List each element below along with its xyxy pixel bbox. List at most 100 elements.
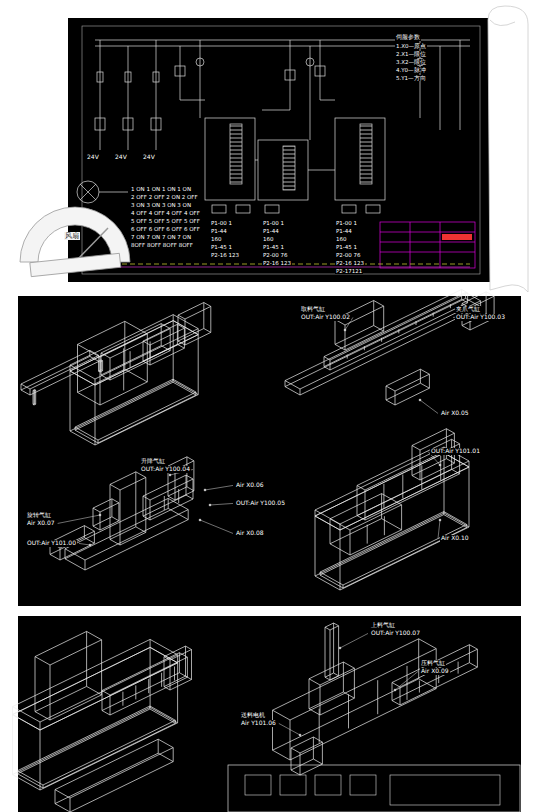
machine-part bbox=[392, 645, 477, 705]
drawing-text: 压料气缸 bbox=[420, 660, 446, 667]
callout-label: Air X0.05 bbox=[440, 410, 470, 417]
callout-label: OUT:Air Y100.02 bbox=[300, 314, 351, 321]
machine-part bbox=[291, 737, 322, 775]
drawing-text: 取料气缸 bbox=[300, 306, 326, 313]
drawing-text: 5 OFF 5 OFF 5 OFF 5 OFF bbox=[130, 218, 201, 224]
schematic-wires bbox=[77, 40, 470, 213]
callout-label: OUT:Air Y100.05 bbox=[235, 500, 286, 507]
leader-dot bbox=[89, 544, 91, 546]
drawing-text: P2-16 123 bbox=[262, 260, 292, 266]
leader-dot bbox=[439, 464, 441, 466]
callout-label: Air X0.06 bbox=[235, 482, 265, 489]
drawing-text: 送料电机 bbox=[240, 712, 266, 719]
leader-dot bbox=[439, 519, 441, 521]
drawing-text: 1 ON 1 ON 1 ON 1 ON bbox=[130, 186, 192, 192]
drawing-text: P1-44 bbox=[335, 228, 353, 234]
drawing-text: P1-00 1 bbox=[335, 220, 358, 226]
machine-part bbox=[70, 321, 198, 445]
leader-dot bbox=[344, 329, 346, 331]
machine-part bbox=[99, 360, 103, 372]
leader-dot bbox=[339, 647, 341, 649]
drawing-text: P1-45 1 bbox=[262, 244, 285, 250]
drawing-text: P1-45 1 bbox=[335, 244, 358, 250]
paper-roll bbox=[488, 6, 528, 292]
machine-part bbox=[13, 647, 178, 790]
machine-part bbox=[309, 662, 354, 715]
machine-part bbox=[33, 390, 36, 405]
drawing-text: 160 bbox=[262, 236, 275, 242]
machine-part bbox=[21, 350, 99, 395]
drawing-text: 3 ON 3 ON 3 ON 3 ON bbox=[130, 202, 192, 208]
leader-dot bbox=[419, 399, 421, 401]
machine-part bbox=[335, 301, 384, 351]
leader-dot bbox=[394, 689, 396, 691]
leader-line bbox=[205, 485, 233, 490]
drawing-text: 4 OFF 4 OFF 4 OFF 4 OFF bbox=[130, 210, 201, 216]
leader-dot bbox=[169, 474, 171, 476]
drawing-text: P1-45 1 bbox=[210, 244, 233, 250]
drawing-text: 1.X0—原点 bbox=[395, 43, 427, 49]
drawing-text: 升降气缸 bbox=[140, 458, 166, 465]
render-panel bbox=[18, 296, 521, 606]
leader-line bbox=[200, 520, 233, 533]
leader-dot bbox=[209, 504, 211, 506]
drawing-text: 旋转气缸 bbox=[26, 512, 52, 519]
leader-line bbox=[79, 543, 90, 545]
machine-part bbox=[324, 289, 468, 370]
drawing-text: 6 OFF 6 OFF 6 OFF 6 OFF bbox=[130, 226, 201, 232]
leader-dot bbox=[299, 734, 301, 736]
drawing-text: P2-00 76 bbox=[335, 252, 362, 258]
drawing-text: 3.X2—限位 bbox=[395, 59, 427, 65]
leader-line bbox=[395, 671, 418, 690]
drawing-text: 7 ON 7 ON 7 ON 7 ON bbox=[130, 234, 192, 240]
drawing-text: P1-44 bbox=[210, 228, 228, 234]
callout-label: Air Y101.06 bbox=[240, 720, 277, 727]
drawing-text: P1-00 1 bbox=[210, 220, 233, 226]
sheet-frame bbox=[82, 26, 480, 274]
callout-label: Air X0.08 bbox=[235, 530, 265, 537]
callout-label: OUT:Air Y100.03 bbox=[455, 314, 506, 321]
callout-label: Air X0.09 bbox=[420, 668, 450, 675]
drawing-text: P2-00 76 bbox=[262, 252, 289, 258]
machine-part bbox=[110, 472, 146, 545]
drawing-text: P2-16 123 bbox=[335, 260, 365, 266]
machine-part bbox=[285, 292, 481, 395]
machine-part bbox=[93, 499, 119, 530]
callout-label: OUT:Air Y101.00 bbox=[26, 540, 77, 547]
leader-line bbox=[58, 515, 100, 523]
machine-part bbox=[18, 706, 176, 788]
drawing-text: 4.Y0—脉冲 bbox=[395, 67, 427, 73]
drawing-text: 风扇 bbox=[64, 232, 80, 240]
paper-curl bbox=[490, 20, 515, 26]
drawing-text: 8OFF 8OFF 8OFF 8OFF bbox=[130, 242, 194, 248]
drawing-text: 5.Y1—方向 bbox=[395, 75, 427, 81]
machine-part bbox=[75, 379, 196, 443]
machine-part bbox=[78, 321, 148, 405]
machine-part bbox=[13, 639, 178, 730]
callout-label: Air X0.07 bbox=[26, 520, 56, 527]
drawing-text: 160 bbox=[210, 236, 223, 242]
machine-part bbox=[386, 369, 429, 405]
machine-part bbox=[101, 324, 170, 380]
machine-part bbox=[315, 447, 469, 530]
title-block bbox=[90, 222, 475, 268]
machine-part bbox=[35, 631, 102, 720]
machine-part bbox=[70, 315, 198, 385]
machine-part bbox=[178, 303, 211, 346]
drawing-sheet bbox=[68, 18, 500, 282]
leader-line bbox=[210, 503, 233, 505]
drawing-text: P1-44 bbox=[262, 228, 280, 234]
callout-label: OUT:Air Y101.01 bbox=[430, 448, 481, 455]
leader-dot bbox=[99, 514, 101, 516]
leader-line bbox=[420, 400, 438, 413]
leader-dot bbox=[204, 489, 206, 491]
drawing-text: 160 bbox=[335, 236, 348, 242]
protractor-base bbox=[30, 253, 121, 276]
machine-part bbox=[315, 453, 469, 590]
drawing-text: 伺服参数 bbox=[395, 34, 421, 41]
machine-part bbox=[55, 739, 173, 812]
drawing-text: 2 OFF 2 OFF 2 ON 2 OFF bbox=[130, 194, 199, 200]
drawing-text: 24V bbox=[142, 154, 156, 161]
